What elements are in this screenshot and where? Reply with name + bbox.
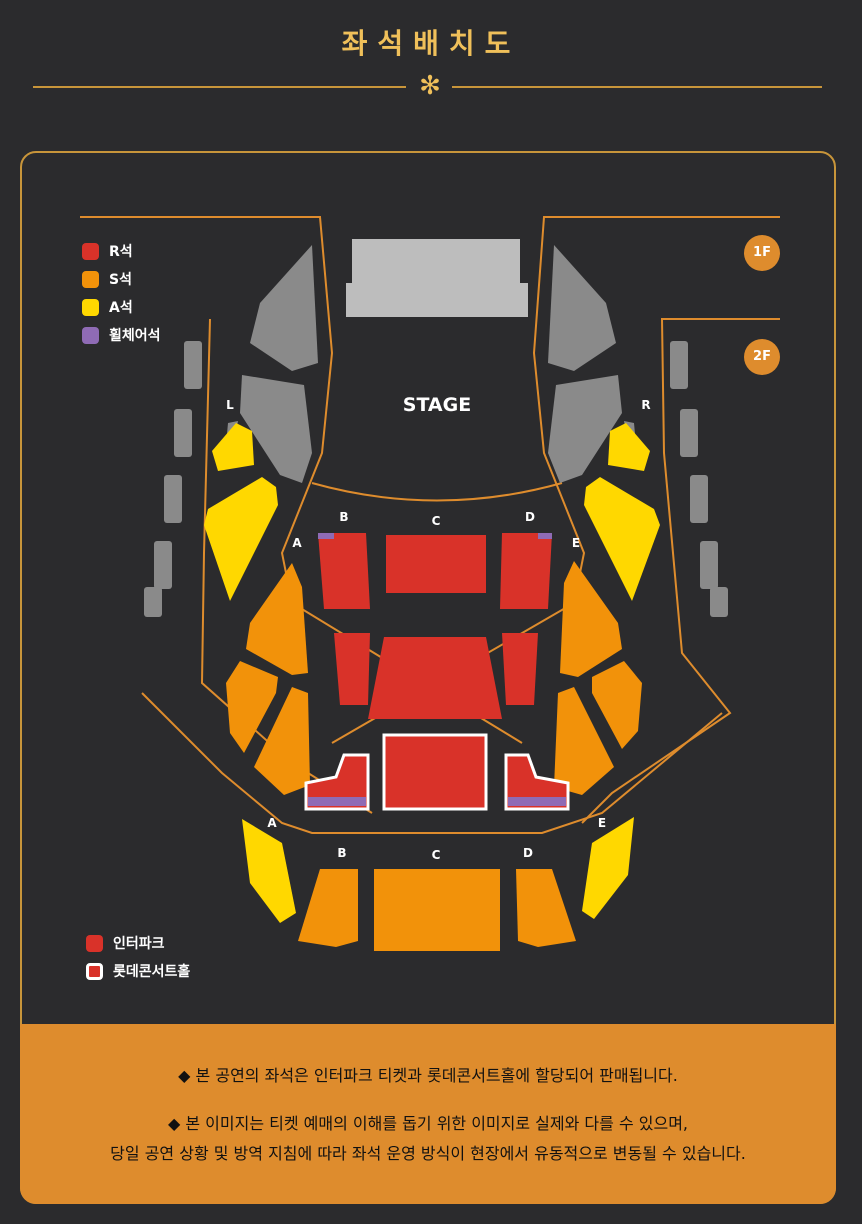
section-b-upper[interactable]: [318, 533, 370, 609]
page-title: 좌석배치도: [341, 27, 521, 60]
label-d1: D: [525, 510, 535, 524]
section-lower-d[interactable]: [516, 869, 576, 947]
section-lower-b[interactable]: [298, 869, 358, 947]
section-r-box[interactable]: [608, 423, 650, 471]
floor-badge-1f: 1F: [744, 235, 780, 271]
floor-badge-2f: 2F: [744, 339, 780, 375]
title-divider-left: [33, 86, 406, 88]
label-c2: C: [432, 848, 441, 862]
legend-item-lotte: 롯데콘서트홀: [86, 961, 190, 981]
section-a-lower-right[interactable]: [254, 687, 310, 795]
notice-box: ◆ 본 공연의 좌석은 인터파크 티켓과 롯데콘서트홀에 할당되어 판매됩니다.…: [20, 1024, 836, 1204]
legend-item-a: A석: [82, 297, 133, 317]
ornament-star-icon: ✻: [419, 71, 441, 101]
section-d-upper[interactable]: [500, 533, 552, 609]
legend-item-interpark: 인터파크: [86, 933, 165, 953]
block-2f-left-2: [174, 409, 192, 457]
lotte-swatch: [86, 962, 103, 980]
block-2f-right-1: [670, 341, 688, 389]
outline-stage-edge: [311, 482, 563, 502]
block-2f-left-1: [184, 341, 202, 389]
legend-label-a: A석: [109, 300, 133, 316]
block-2f-left-3: [164, 475, 182, 523]
section-e-upper[interactable]: [560, 561, 622, 677]
legend-item-s: S석: [82, 269, 132, 289]
block-2f-right-2: [680, 409, 698, 457]
stage-label: STAGE: [403, 394, 471, 416]
label-c1: C: [432, 514, 441, 528]
seating-chart: STAGE: [80, 216, 780, 951]
label-b2: B: [337, 846, 346, 860]
title-divider-right: [452, 86, 822, 88]
wheelchair-lower-right[interactable]: [508, 797, 566, 806]
wheelchair-swatch: [82, 326, 99, 344]
legend-item-wheelchair: 휠체어석: [82, 325, 161, 345]
label-upper-l: L: [226, 398, 234, 412]
block-right-upper: [548, 245, 616, 371]
s-grade-swatch: [82, 270, 99, 288]
notice-line-2: ◆ 본 이미지는 티켓 예매의 이해를 돕기 위한 이미지로 실제와 다를 수 …: [167, 1114, 689, 1133]
stage-block: [346, 239, 528, 317]
notice-line-3: 당일 공연 상황 및 방역 지침에 따라 좌석 운영 방식이 현장에서 유동적으…: [110, 1144, 746, 1163]
section-c-upper[interactable]: [386, 535, 486, 593]
section-left-yellow-large[interactable]: [204, 477, 278, 601]
section-right-yellow-large[interactable]: [584, 477, 660, 601]
section-l-box[interactable]: [212, 423, 254, 471]
block-right-middle: [548, 375, 622, 483]
s-grade-sections[interactable]: [226, 561, 642, 951]
legend-label-r: R석: [109, 244, 133, 260]
wheelchair-b[interactable]: [318, 533, 334, 539]
section-lower-e[interactable]: [582, 817, 634, 919]
legend-label-interpark: 인터파크: [113, 936, 165, 952]
label-e2: E: [598, 816, 606, 830]
a-grade-sections[interactable]: [204, 423, 660, 923]
label-a2: A: [267, 816, 277, 830]
label-upper-r: R: [641, 398, 650, 412]
label-d2: D: [523, 846, 533, 860]
r-grade-swatch: [82, 242, 99, 260]
block-2f-right-5: [710, 587, 728, 617]
label-b1: B: [339, 510, 348, 524]
section-d-middle[interactable]: [502, 633, 538, 705]
block-2f-right-4: [700, 541, 718, 589]
section-lower-right-l[interactable]: [504, 753, 570, 811]
section-lower-c[interactable]: [374, 869, 500, 951]
legend-item-r: R석: [82, 241, 133, 261]
interpark-swatch: [86, 934, 103, 952]
section-e-lower-right[interactable]: [592, 661, 642, 749]
legend-label-wheelchair: 휠체어석: [109, 328, 161, 344]
block-left-upper: [250, 245, 318, 371]
section-lower-left-l[interactable]: [304, 753, 370, 811]
block-2f-left-4: [154, 541, 172, 589]
label-e1: E: [572, 536, 580, 550]
section-e-lower-left[interactable]: [554, 687, 614, 795]
block-2f-right-3: [690, 475, 708, 523]
wheelchair-d[interactable]: [538, 533, 552, 539]
section-lower-center[interactable]: [382, 733, 488, 811]
notice-line-1: ◆ 본 공연의 좌석은 인터파크 티켓과 롯데콘서트홀에 할당되어 판매됩니다.: [178, 1066, 678, 1085]
a-grade-swatch: [82, 298, 99, 316]
wheelchair-lower-left[interactable]: [308, 797, 366, 806]
outline-lower-left: [141, 692, 723, 834]
section-lower-a[interactable]: [242, 819, 296, 923]
section-a-upper[interactable]: [246, 563, 308, 675]
section-labels: L R B C D A E A B C D E: [226, 398, 650, 862]
outline-2f-right: [581, 318, 780, 824]
section-b-middle[interactable]: [334, 633, 370, 705]
unavailable-blocks: [144, 245, 728, 617]
section-c-middle[interactable]: [368, 637, 502, 719]
legend-label-s: S석: [109, 272, 132, 288]
label-a1: A: [292, 536, 302, 550]
block-2f-left-5: [144, 587, 162, 617]
block-left-middle: [240, 375, 312, 483]
r-grade-sections[interactable]: [304, 533, 570, 811]
section-a-lower-left[interactable]: [226, 661, 278, 753]
legend-label-lotte: 롯데콘서트홀: [113, 964, 191, 980]
wheelchair-seats[interactable]: [308, 533, 566, 806]
